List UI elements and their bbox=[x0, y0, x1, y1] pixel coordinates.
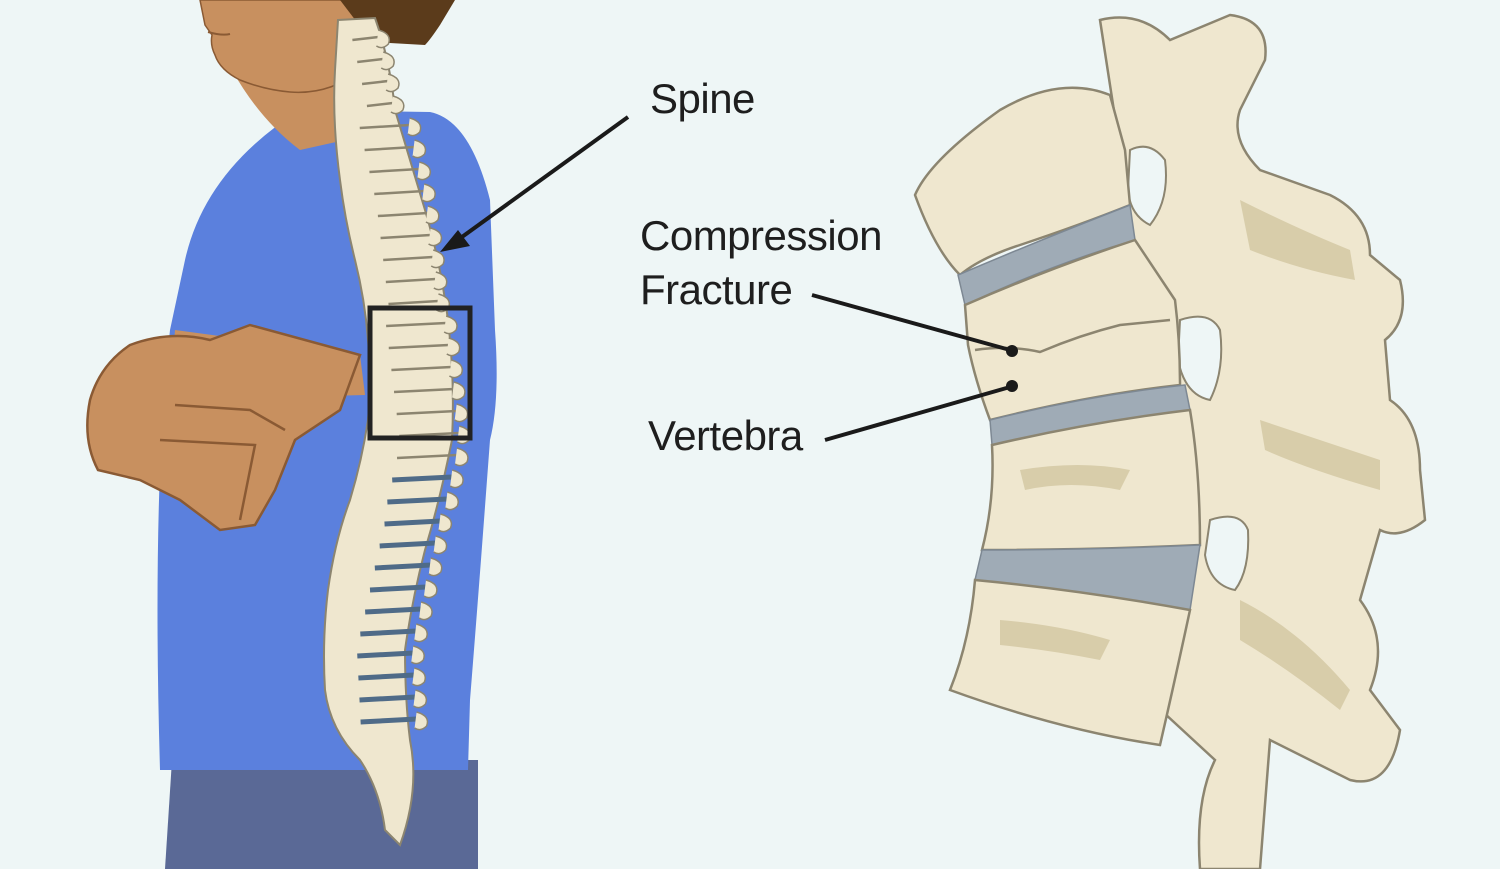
fracture-pointer-dot bbox=[1006, 345, 1018, 357]
spine-discs bbox=[352, 29, 471, 731]
spine-segment-line bbox=[369, 584, 427, 593]
pants bbox=[165, 760, 478, 869]
spinous-process bbox=[454, 447, 469, 467]
spine-segment-line bbox=[358, 672, 415, 681]
spinous-process bbox=[418, 601, 433, 621]
spinous-process bbox=[413, 623, 428, 643]
spinous-process bbox=[454, 403, 469, 423]
spinous-process bbox=[451, 381, 466, 401]
spinous-process bbox=[414, 711, 429, 731]
spinous-process bbox=[412, 139, 427, 159]
spine-segment-line bbox=[379, 540, 436, 549]
spine-segment-line bbox=[388, 299, 439, 306]
vertebra-label: Vertebra bbox=[648, 412, 803, 459]
fracture-pointer-line bbox=[811, 293, 1011, 352]
spine-segment-line bbox=[357, 650, 414, 659]
spinous-process bbox=[390, 95, 405, 115]
spine-pointer-line bbox=[453, 115, 630, 244]
spine-segment-line bbox=[388, 343, 449, 350]
spine-segment-line bbox=[364, 145, 415, 152]
spine-segment-line bbox=[377, 211, 428, 218]
spinous-process bbox=[428, 557, 443, 577]
spinous-process bbox=[448, 359, 464, 379]
spine-segment-line bbox=[387, 496, 448, 505]
intervertebral-foramen-2 bbox=[1176, 315, 1223, 402]
spinous-process bbox=[421, 183, 436, 203]
crossed-arms bbox=[86, 323, 362, 532]
arm-fold-line-2 bbox=[159, 438, 257, 521]
compression-fracture-label-line2: Fracture bbox=[640, 266, 793, 313]
vertebral-body-4 bbox=[948, 578, 1192, 747]
spine-segment-line bbox=[360, 628, 417, 637]
spine-segment-line bbox=[384, 518, 441, 527]
spine-pointer-arrowhead bbox=[440, 230, 470, 252]
spine-segment-line bbox=[380, 233, 431, 240]
body-3-shading bbox=[1020, 465, 1130, 490]
spine-segment-line bbox=[374, 562, 431, 571]
vertebra-pointer-line bbox=[824, 385, 1011, 442]
spine-segment-line bbox=[359, 123, 410, 130]
spine-segment-line bbox=[396, 453, 458, 460]
spinous-process bbox=[423, 579, 438, 599]
spine-segment-line bbox=[360, 716, 417, 725]
spinous-process bbox=[413, 689, 428, 709]
intervertebral-foramen-1 bbox=[1126, 145, 1167, 227]
spine-segment-line bbox=[359, 694, 416, 703]
spine-segment-line bbox=[374, 189, 425, 196]
vertebrae-closeup bbox=[913, 13, 1427, 869]
spinous-process bbox=[433, 271, 448, 291]
spinous-process bbox=[417, 161, 432, 181]
face-detail bbox=[207, 31, 231, 36]
spine-segment-line bbox=[352, 35, 379, 42]
spine-segment-line bbox=[385, 277, 436, 284]
spinous-process bbox=[385, 73, 400, 93]
spinous-process bbox=[430, 249, 445, 269]
spinous-process bbox=[446, 337, 461, 357]
spine-label: Spine bbox=[650, 75, 755, 122]
spine-outline bbox=[323, 16, 454, 847]
vertebra-pointer-dot bbox=[1006, 380, 1018, 392]
spinous-process bbox=[411, 667, 427, 687]
spinous-process bbox=[380, 51, 395, 71]
spine-segment-line bbox=[396, 409, 457, 416]
pointer-lines bbox=[440, 115, 1018, 442]
spinous-process bbox=[407, 117, 422, 137]
spinous-process bbox=[425, 205, 440, 225]
intervertebral-foramen-3 bbox=[1203, 515, 1250, 592]
spine-segment-line bbox=[366, 101, 394, 108]
spinous-process bbox=[444, 491, 459, 511]
spine-segment-line bbox=[365, 606, 422, 615]
spinous-process bbox=[443, 315, 458, 335]
spine-segment-line bbox=[393, 387, 455, 394]
spinous-process bbox=[428, 227, 443, 247]
spine-segment-line bbox=[391, 365, 452, 372]
spine-segment-line bbox=[361, 79, 389, 86]
spinous-process bbox=[438, 513, 453, 533]
fracture-highlight-box bbox=[367, 305, 473, 441]
arm-fold-line bbox=[174, 403, 286, 432]
spine-segment-line bbox=[383, 255, 434, 262]
spinous-process bbox=[410, 645, 425, 665]
process-shading bbox=[1240, 200, 1380, 710]
spine-segment-line bbox=[369, 167, 420, 174]
spine-segment-line bbox=[392, 474, 453, 483]
spine-segment-line bbox=[386, 321, 447, 328]
spinous-process bbox=[433, 535, 448, 555]
spine-segment-line bbox=[357, 57, 384, 64]
spine-column bbox=[323, 16, 454, 847]
head bbox=[199, 0, 361, 94]
spinous-process bbox=[375, 29, 391, 49]
compression-fracture-label-line1: Compression bbox=[640, 212, 882, 259]
spinous-process bbox=[449, 469, 464, 489]
body-4-shading bbox=[1000, 620, 1110, 660]
